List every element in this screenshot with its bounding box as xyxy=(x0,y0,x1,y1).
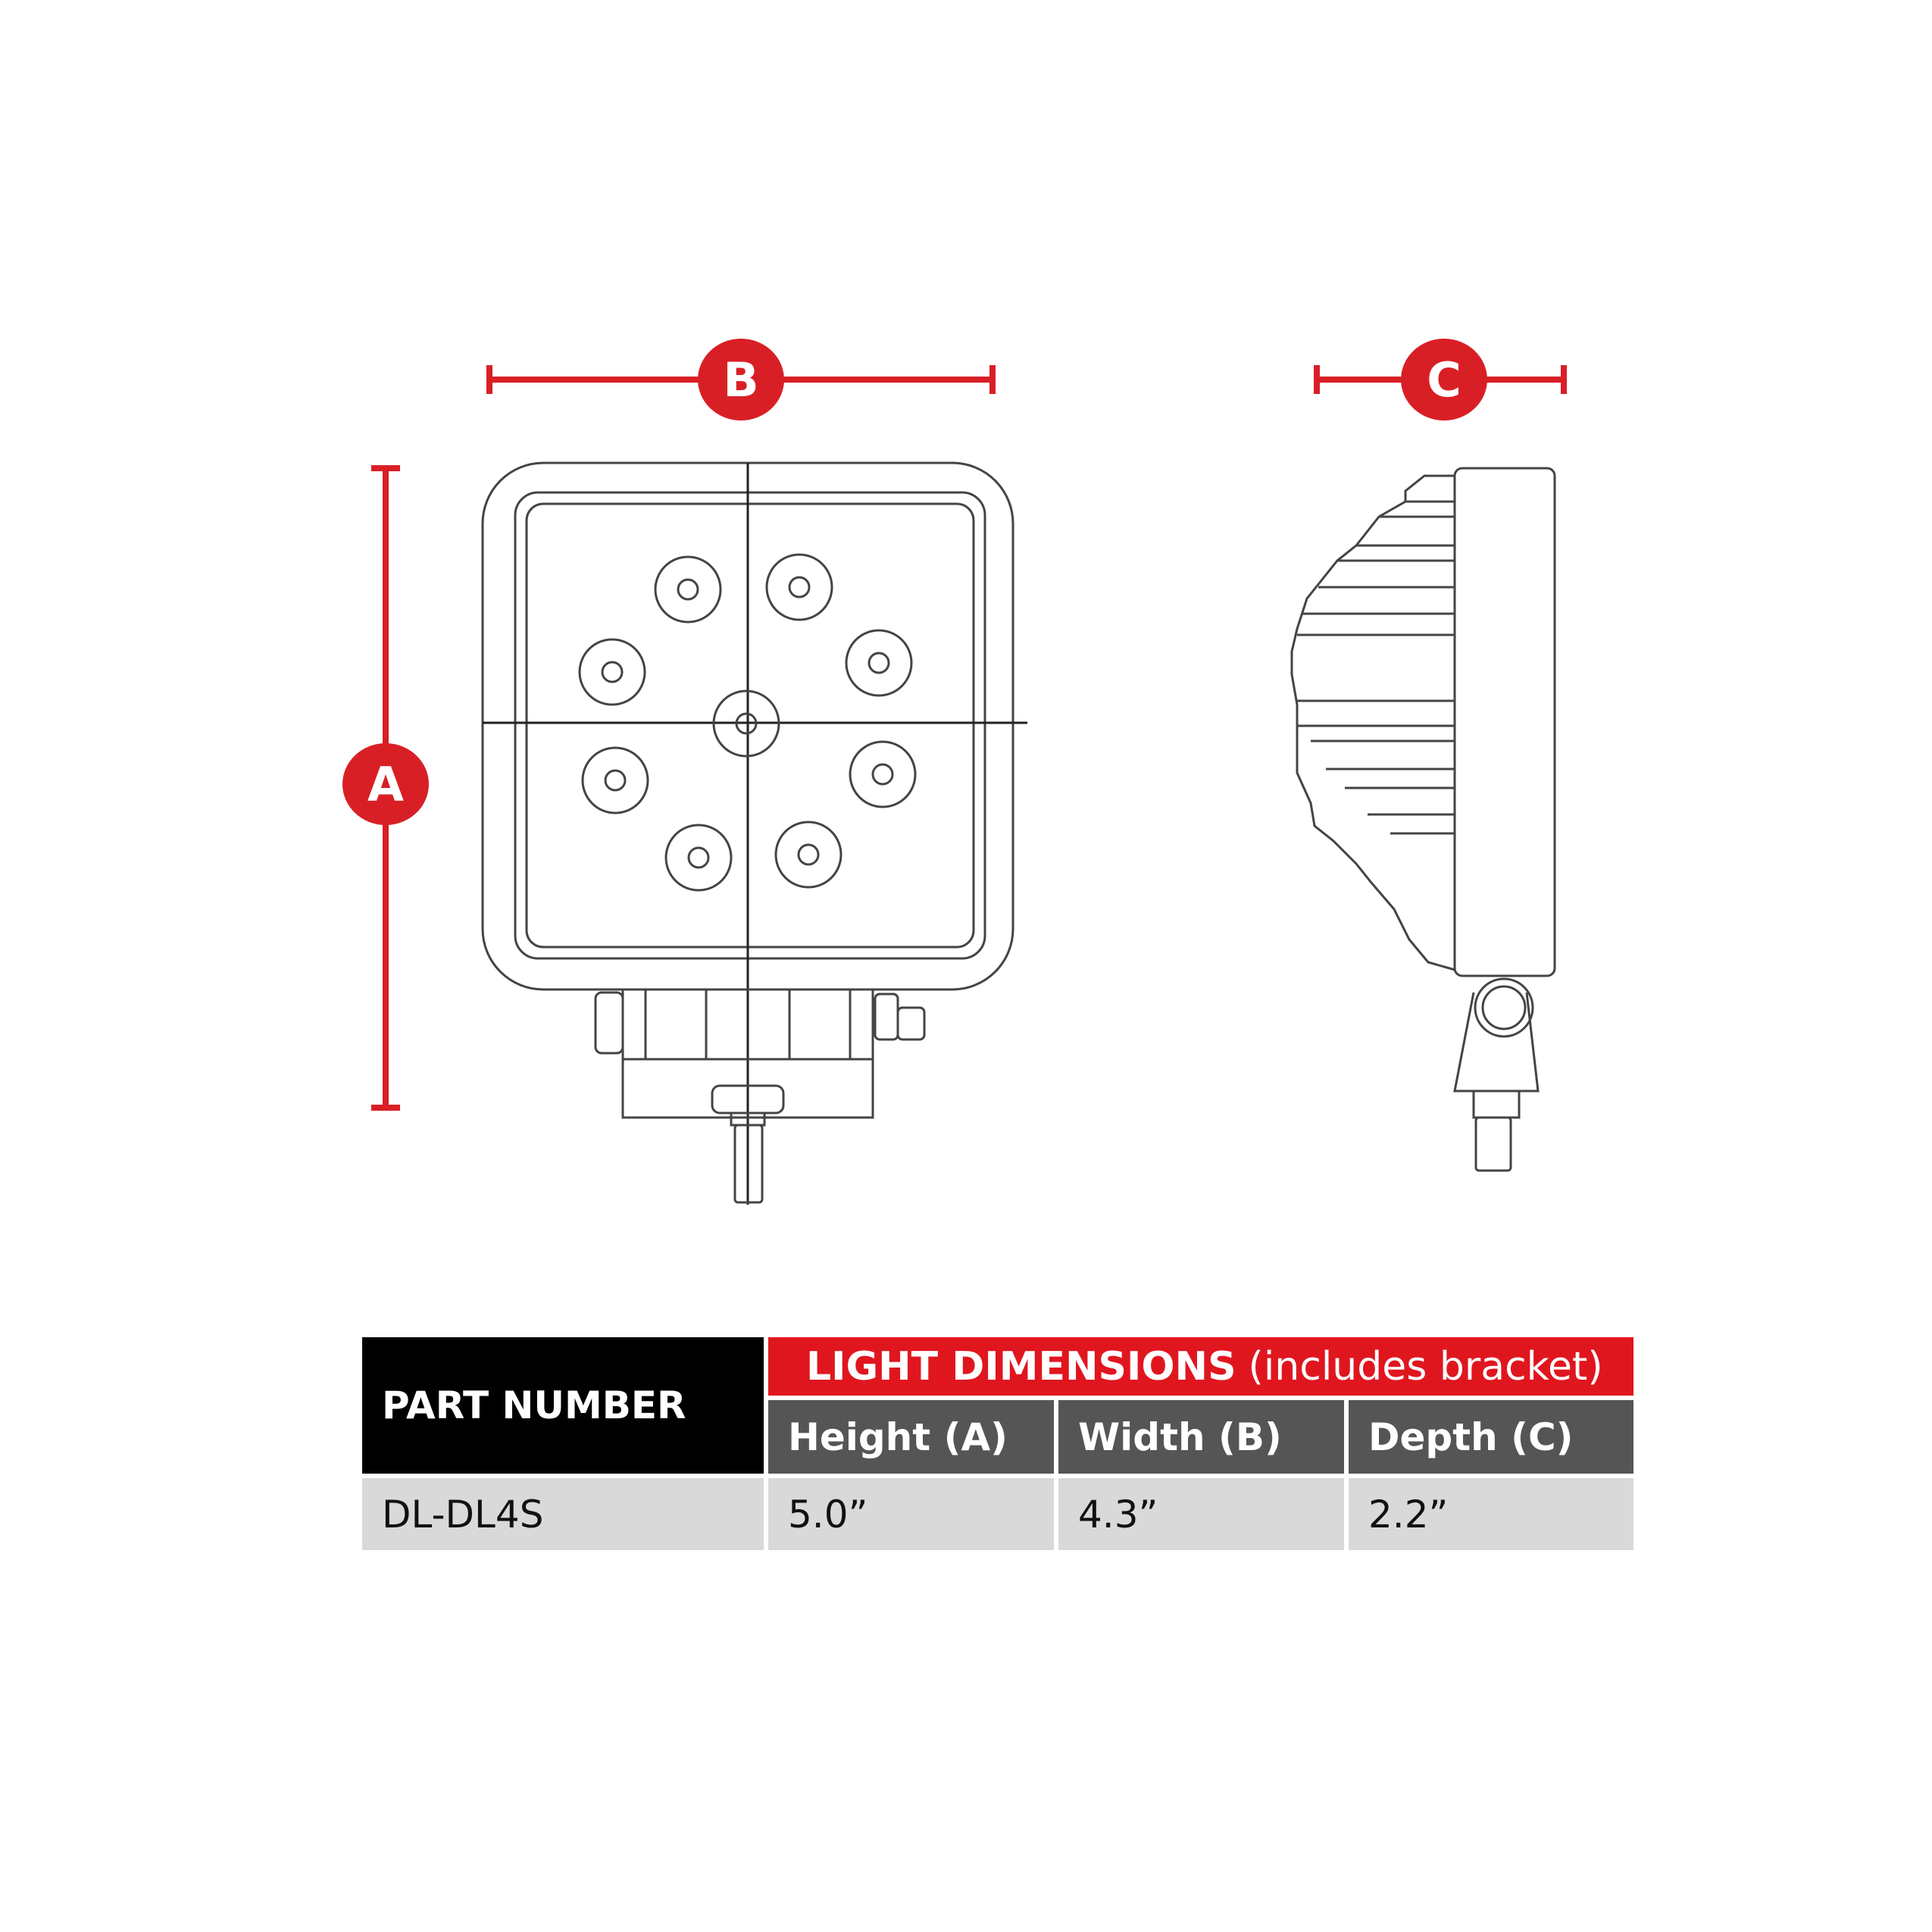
column-header-depth: Depth (C) xyxy=(1349,1400,1633,1474)
includes-bracket-note: (includes bracket) xyxy=(1248,1343,1603,1390)
mounting-bracket xyxy=(594,988,926,1204)
front-view-light xyxy=(481,461,1027,1205)
column-header-width: Width (B) xyxy=(1058,1400,1344,1474)
light-dimensions-header: LIGHT DIMENSIONS (includes bracket) xyxy=(768,1337,1633,1396)
part-number-cell: DL-DL4S xyxy=(362,1478,764,1550)
dimension-drawing: B C A xyxy=(342,339,1567,1205)
led-array xyxy=(578,553,917,892)
height-value-cell: 5.0” xyxy=(768,1478,1054,1550)
width-value-cell: 4.3” xyxy=(1058,1478,1344,1550)
column-header-height: Height (A) xyxy=(768,1400,1054,1474)
technical-drawing-svg xyxy=(371,365,1567,1205)
side-view-light xyxy=(1290,467,1556,1172)
depth-value-cell: 2.2” xyxy=(1349,1478,1633,1550)
part-number-header: PART NUMBER xyxy=(362,1337,764,1474)
light-dimensions-title: LIGHT DIMENSIONS xyxy=(806,1343,1236,1390)
dimension-badge-c: C xyxy=(1401,339,1487,420)
dimension-badge-b: B xyxy=(698,339,784,420)
dimension-badge-a: A xyxy=(342,743,429,825)
